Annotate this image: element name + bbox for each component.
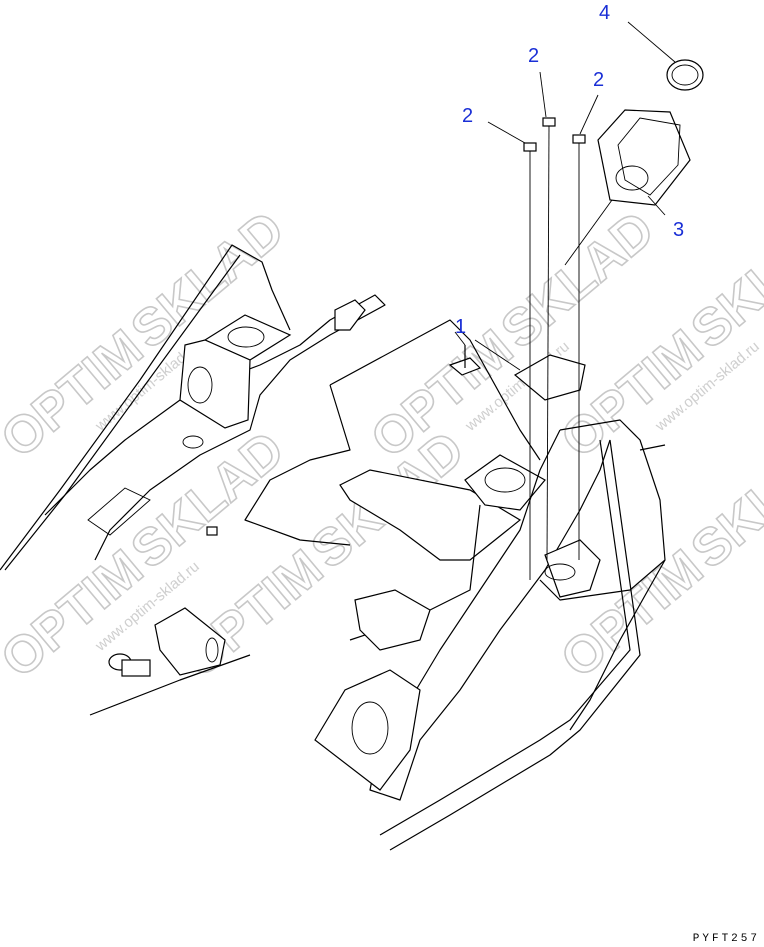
left-frame-rail	[0, 244, 386, 571]
bolt-2c	[572, 134, 586, 560]
bolt-2b	[542, 117, 556, 561]
boot-item-3	[597, 109, 691, 206]
svg-text:SKLAD: SKLAD	[121, 420, 295, 580]
callout-3: 3	[673, 219, 684, 241]
ring-item-4	[666, 59, 704, 91]
callout-2b: 2	[528, 45, 539, 67]
cover-plate	[513, 354, 586, 401]
callout-2c: 2	[593, 69, 604, 91]
callout-2a: 2	[462, 105, 473, 127]
callout-1: 1	[455, 316, 466, 338]
center-plate	[244, 319, 541, 561]
drawing-code: PYFT257	[692, 933, 760, 945]
callout-4: 4	[599, 2, 610, 24]
stud-item-1	[448, 345, 482, 376]
right-frame	[314, 419, 666, 851]
svg-text:SKLAD: SKLAD	[681, 420, 764, 580]
lower-left-bracket	[89, 607, 251, 716]
svg-text:SKLAD: SKLAD	[681, 200, 764, 360]
svg-text:SKLAD: SKLAD	[491, 200, 665, 360]
leader-lines	[454, 21, 676, 346]
bolt-2a	[523, 142, 537, 580]
bolts	[523, 117, 586, 580]
